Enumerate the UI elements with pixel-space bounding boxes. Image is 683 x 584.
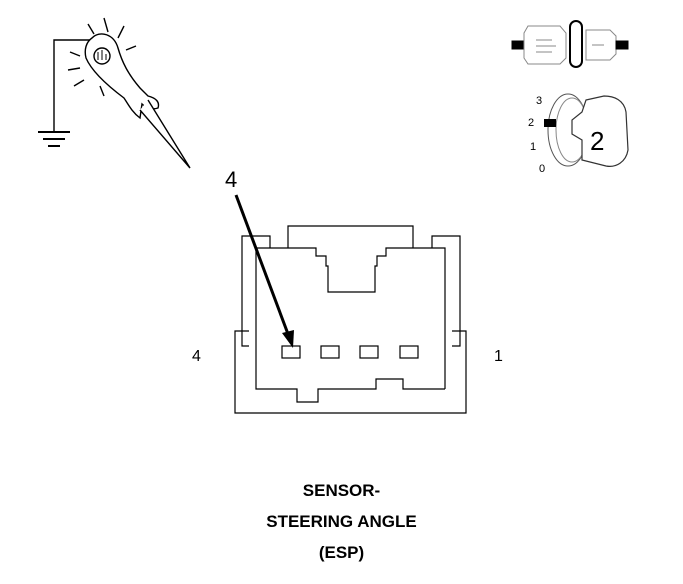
pin-cavity-1 bbox=[399, 345, 419, 359]
ignition-position-1: 1 bbox=[530, 141, 536, 153]
ignition-key-icon: 3 2 1 0 2 bbox=[528, 93, 629, 175]
test-light-probe-icon bbox=[38, 17, 191, 169]
connector-disconnected-icon bbox=[511, 20, 629, 68]
caption-line-3: (ESP) bbox=[318, 543, 365, 562]
ignition-position-0: 0 bbox=[539, 163, 545, 175]
pin-cavity-4 bbox=[281, 345, 301, 359]
pin-cavity-3 bbox=[320, 345, 340, 359]
pointer-arrow: 4 bbox=[225, 167, 294, 348]
connector-face bbox=[234, 225, 467, 414]
pin-cavities bbox=[281, 345, 419, 359]
connector-left-pin-label: 4 bbox=[192, 348, 201, 365]
caption-line-2: STEERING ANGLE bbox=[266, 512, 417, 531]
ignition-key-position-label: 2 bbox=[590, 126, 604, 156]
connector-right-pin-label: 1 bbox=[494, 348, 503, 365]
pin-cavity-2 bbox=[359, 345, 379, 359]
ignition-position-2: 2 bbox=[528, 117, 534, 129]
pointer-pin-label: 4 bbox=[225, 167, 237, 192]
caption-line-1: SENSOR- bbox=[302, 481, 381, 500]
ignition-position-3: 3 bbox=[536, 95, 542, 107]
